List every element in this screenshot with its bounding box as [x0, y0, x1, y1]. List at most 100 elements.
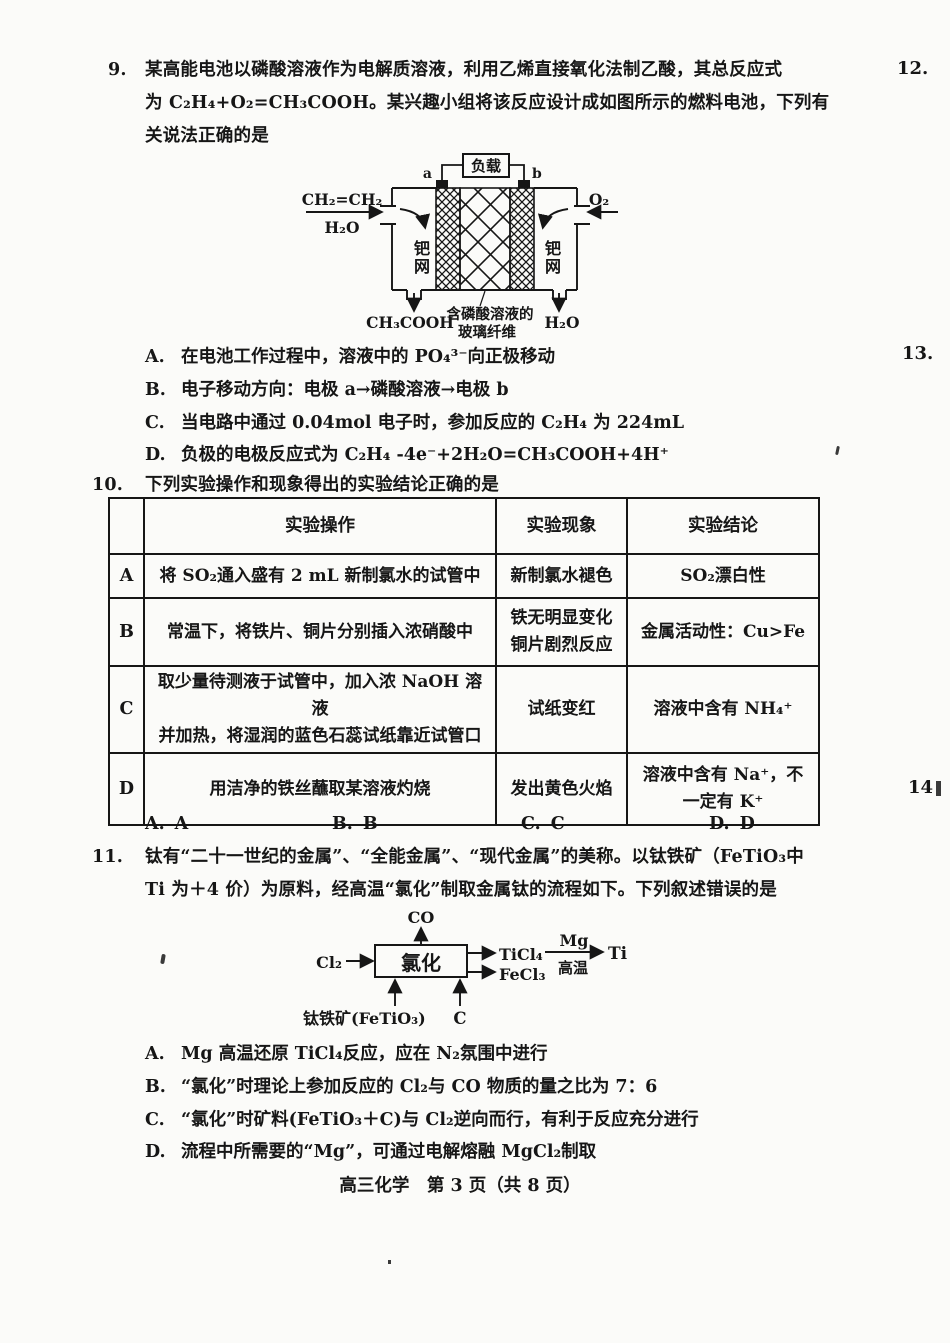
cell-conclusion: 溶液中含有 Na⁺，不 一定有 K⁺: [626, 752, 820, 826]
option-label: D.: [145, 445, 166, 466]
load-label: 负载: [471, 157, 501, 175]
cl2-label: Cl₂: [316, 953, 342, 972]
cell-operation: 常温下，将铁片、铜片分别插入浓硝酸中: [143, 597, 497, 667]
option-text: “氯化”时矿料(FeTiO₃＋C)与 Cl₂逆向而行，有利于反应充分进行: [181, 1109, 699, 1130]
row-label: B: [108, 597, 145, 667]
q11-option-a: A.Mg 高温还原 TiCl₄反应，应在 N₂氛围中进行: [145, 1038, 699, 1071]
cell-conclusion: SO₂漂白性: [626, 553, 820, 599]
terminal-b: [518, 180, 530, 188]
question-11-options: A.Mg 高温还原 TiCl₄反应，应在 N₂氛围中进行 B. “氯化”时理论上参…: [145, 1038, 699, 1169]
option-text: 电子移动方向：电极 a→磷酸溶液→电极 b: [181, 379, 509, 400]
electrode-right: [509, 187, 535, 291]
stem-text: 下列实验操作和现象得出的实验结论正确的是: [145, 475, 499, 495]
stem-text: Ti 为＋4 价）为原料，经高温“氯化”制取金属钛的流程如下。下列叙述错误的是: [145, 880, 777, 900]
cell-conclusion: 金属活动性：Cu>Fe: [626, 597, 820, 667]
cell-phenomenon: 铁无明显变化 铜片剧烈反应: [495, 597, 628, 667]
stem-text: 某高能电池以磷酸溶液作为电解质溶液，利用乙烯直接氧化法制乙酸，其总反应式: [145, 60, 783, 80]
oxygen-label: O₂: [589, 190, 609, 209]
option-label: A.: [145, 347, 165, 367]
answer-value: A: [174, 814, 189, 834]
mesh-left-char1: 钯: [414, 239, 430, 258]
option-text: “氯化”时理论上参加反应的 Cl₂与 CO 物质的量之比为 7：6: [181, 1076, 658, 1097]
stem-text: 关说法正确的是: [145, 126, 269, 146]
question-9-stem: 9. 某高能电池以磷酸溶液作为电解质溶液，利用乙烯直接氧化法制乙酸，其总反应式 为…: [108, 54, 829, 153]
q9-option-b: B. 电子移动方向：电极 a→磷酸溶液→电极 b: [145, 374, 684, 407]
chlorination-flow-diagram: 氯化 CO Cl₂ TiCl₄ FeCl₃ Mg 高温 Ti 钛铁矿(FeTiO…: [303, 908, 628, 1028]
q10-answer-b: B. B: [332, 814, 378, 834]
terminal-b-label: b: [532, 166, 542, 182]
fuel-label: CH₂=CH₂: [302, 190, 383, 209]
answer-label: A.: [145, 814, 165, 834]
electrode-left: [435, 187, 461, 291]
row-label: D: [108, 752, 145, 826]
cell-conclusion: 溶液中含有 NH₄⁺: [626, 665, 820, 754]
cutoff-glyph: [936, 781, 941, 796]
cell-operation: 用洁净的铁丝蘸取某溶液灼烧: [143, 752, 497, 826]
membrane: [459, 187, 511, 291]
question-11-stem: 11. 钛有“二十一世纪的金属”、“全能金属”、“现代金属”的美称。以钛铁矿（Fe…: [92, 841, 804, 907]
header-phenomenon: 实验现象: [495, 497, 628, 555]
mg-label: Mg: [560, 931, 589, 950]
product-left-label: CH₃COOH: [366, 313, 454, 332]
row-label: C: [108, 665, 145, 754]
wire-left: [441, 164, 463, 180]
membrane-label-line1: 含磷酸溶液的: [447, 305, 534, 323]
answer-label: D.: [709, 814, 730, 834]
q10-answer-row: A.A B.B C.C D.D: [145, 814, 805, 847]
terminal-a: [436, 180, 448, 188]
option-text: 当电路中通过 0.04mol 电子时，参加反应的 C₂H₄ 为 224mL: [181, 412, 685, 433]
ore-label: 钛铁矿(FeTiO₃): [303, 1009, 426, 1028]
question-10-stem: 10.下列实验操作和现象得出的实验结论正确的是: [92, 469, 499, 502]
q11-option-b: B. “氯化”时理论上参加反应的 Cl₂与 CO 物质的量之比为 7：6: [145, 1071, 699, 1104]
header-conclusion: 实验结论: [626, 497, 820, 555]
question-9-options: A.在电池工作过程中，溶液中的 PO₄³⁻向正极移动 B.电子移动方向：电极 a…: [145, 341, 684, 472]
mesh-left-char2: 网: [414, 257, 430, 276]
option-label: B.: [145, 379, 166, 400]
carbon-label: C: [453, 1009, 466, 1028]
cell-phenomenon: 发出黄色火焰: [495, 752, 628, 826]
terminal-a-label: a: [423, 166, 432, 182]
option-label: C.: [145, 412, 165, 433]
q10-answer-a: A. A: [145, 814, 188, 834]
chlorination-label: 氯化: [401, 951, 441, 975]
ticl4-label: TiCl₄: [499, 945, 543, 964]
page-footer: 高三化学 第 3 页（共 8 页）: [339, 1176, 581, 1196]
option-label: A.: [145, 1044, 165, 1064]
scan-speck: [835, 445, 840, 456]
cell-operation: 将 SO₂通入盛有 2 mL 新制氯水的试管中: [143, 553, 497, 599]
option-text: 负极的电极反应式为 C₂H₄ -4e⁻+2H₂O=CH₃COOH+4H⁺: [181, 445, 669, 466]
cell-phenomenon: 试纸变红: [495, 665, 628, 754]
margin-note-12: 12.: [897, 58, 929, 79]
fecl3-label: FeCl₃: [499, 965, 545, 984]
q11-option-d: D. 流程中所需要的“Mg”，可通过电解熔融 MgCl₂制取: [145, 1136, 699, 1169]
q11-option-c: C.“氯化”时矿料(FeTiO₃＋C)与 Cl₂逆向而行，有利于反应充分进行: [145, 1104, 699, 1137]
answer-value: D: [739, 814, 755, 834]
scan-speck: [388, 1260, 391, 1264]
option-text: 流程中所需要的“Mg”，可通过电解熔融 MgCl₂制取: [181, 1142, 597, 1163]
header-operation: 实验操作: [143, 497, 497, 555]
membrane-label-line2: 玻璃纤维: [458, 323, 516, 341]
answer-value: B: [362, 814, 378, 834]
row-label: A: [108, 553, 145, 599]
left-curved-arrow: [399, 208, 431, 230]
table-row: C 取少量待测液于试管中，加入浓 NaOH 溶液 并加热，将湿润的蓝色石蕊试纸靠…: [108, 665, 820, 754]
stem-text: 为 C₂H₄+O₂=CH₃COOH。某兴趣小组将该反应设计成如图所示的燃料电池，…: [145, 93, 830, 113]
option-label: D.: [145, 1142, 166, 1163]
mesh-right-char2: 网: [545, 257, 561, 276]
cell-container: [380, 187, 590, 300]
answer-label: B.: [332, 814, 353, 834]
q10-table: 实验操作 实验现象 实验结论 A 将 SO₂通入盛有 2 mL 新制氯水的试管中…: [108, 497, 820, 826]
q10-answer-d: D. D: [709, 814, 755, 834]
ti-label: Ti: [608, 944, 628, 964]
membrane-leader-line: [479, 290, 486, 307]
cell-phenomenon: 新制氯水褪色: [495, 553, 628, 599]
fuel-cell-diagram: 负载 a b CH₂=CH₂ H₂O O₂ 钯 网 钯 网 CH₃COOH 含磷…: [302, 153, 618, 341]
table-header-row: 实验操作 实验现象 实验结论: [108, 497, 820, 555]
answer-label: C.: [521, 814, 541, 834]
stem-text: 钛有“二十一世纪的金属”、“全能金属”、“现代金属”的美称。以钛铁矿（FeTiO…: [145, 847, 804, 867]
option-label: B.: [145, 1076, 166, 1097]
question-number: 9.: [108, 60, 127, 80]
scan-speck: [160, 953, 166, 965]
question-number: 11.: [92, 847, 124, 867]
q9-option-c: C. 当电路中通过 0.04mol 电子时，参加反应的 C₂H₄ 为 224mL: [145, 407, 684, 440]
